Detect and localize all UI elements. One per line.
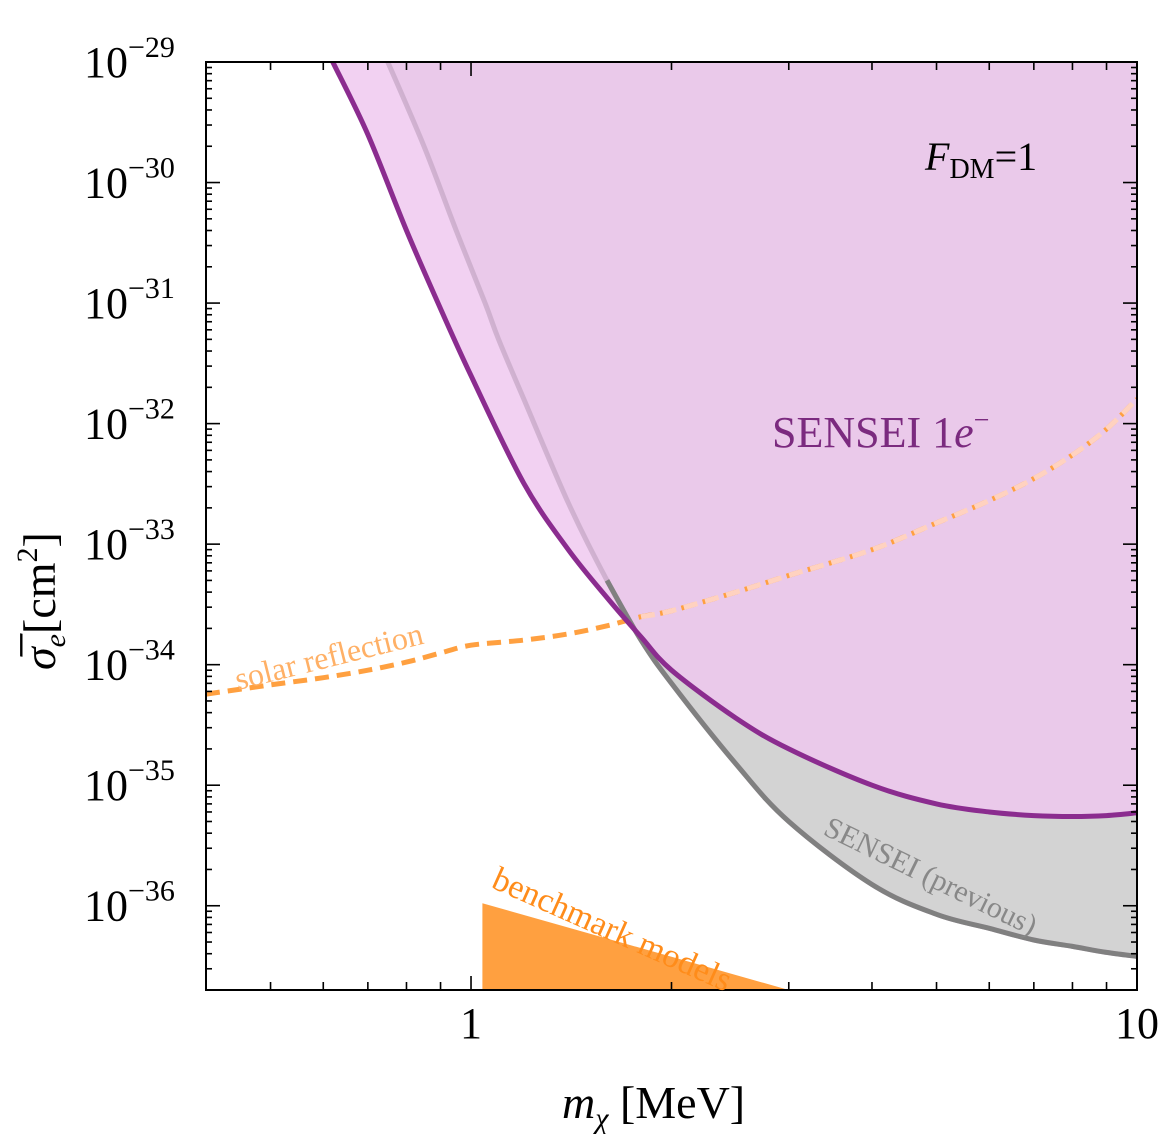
curves (206, 62, 1137, 959)
sensei-1e-region (332, 62, 1137, 817)
annotation-fdm: FDM=1 (924, 134, 1037, 185)
x-axis-symbol: m (562, 1077, 595, 1128)
sensei-previous-line (604, 579, 1137, 959)
sensei-1e-line (330, 62, 1137, 820)
y-axis-unit-open: [cm (14, 562, 65, 634)
y-tick-label: 10−30 (84, 152, 175, 208)
sensei-1e-label-e: e (954, 408, 974, 457)
y-axis-label: σ̅e[cm2] (11, 532, 72, 670)
y-axis-unit-sup: 2 (11, 547, 44, 562)
y-tick-label: 10−33 (84, 513, 175, 569)
y-tick-label: 10−31 (84, 272, 175, 328)
axis-ticks (205, 61, 1138, 991)
y-axis-unit-close: ] (14, 532, 65, 547)
x-tick-label: 1 (460, 999, 482, 1048)
y-tick-label: 10−29 (84, 31, 175, 87)
x-axis-unit: [MeV] (608, 1077, 745, 1128)
x-axis-label: mχ [MeV] (562, 1077, 745, 1134)
y-tick-label: 10−34 (84, 634, 175, 690)
y-tick-label: 10−32 (84, 393, 175, 449)
sensei-1e-label-main: SENSEI 1 (772, 408, 954, 457)
annotation-rest: =1 (995, 134, 1038, 179)
sensei-1e-label-sup: − (974, 405, 990, 436)
solar-reflection-line-faded (640, 397, 1137, 620)
benchmark-models-region (482, 903, 789, 990)
y-tick-label: 10−35 (84, 754, 175, 810)
solar-reflection-label: solar reflection (231, 615, 427, 697)
y-axis-subscript: e (39, 634, 72, 647)
x-tick-label: 10 (1115, 999, 1159, 1048)
annotation-symbol: F (924, 134, 950, 179)
filled-regions (332, 62, 1137, 990)
x-axis-subscript: χ (592, 1102, 609, 1134)
y-tick-label: 10−36 (84, 875, 175, 931)
annotation-subscript: DM (949, 154, 994, 185)
sensei-1e-label: SENSEI 1e− (772, 405, 989, 457)
tick-labels: 1 10 10−29 10−30 10−31 10−32 10−33 10−34 10−35 10… (84, 31, 1159, 1048)
